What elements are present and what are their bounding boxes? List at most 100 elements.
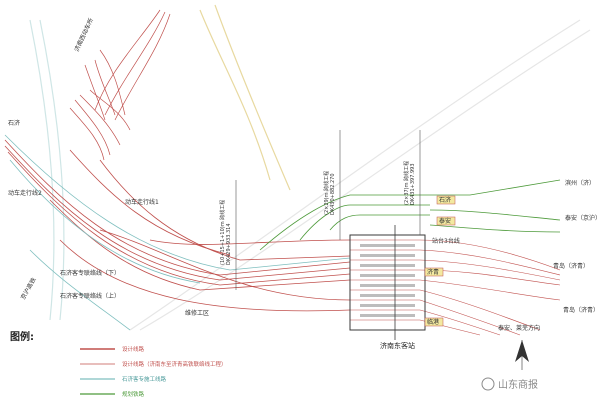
road-4 — [139, 29, 591, 331]
label-line-walk: 动车走行线1 — [125, 198, 159, 206]
north-depot — [69, 9, 171, 161]
platform-bars — [360, 244, 415, 317]
label-right-5: 青岛（济青） — [563, 306, 599, 314]
depot-track — [94, 59, 116, 116]
legend-item-link: 设计线路（济南东至济青高铁联络线工程） — [122, 360, 227, 368]
planned-track — [299, 204, 430, 241]
label-depot-entry: 动车走行线2 — [8, 189, 42, 197]
label-depot-south: 维修工区 — [185, 309, 209, 317]
corridor-track — [99, 159, 351, 261]
road-3 — [129, 19, 581, 331]
platform — [360, 284, 415, 287]
label-right-2: 泰安（京沪） — [565, 214, 600, 222]
corridor-track — [99, 229, 351, 301]
tag-box — [424, 317, 444, 327]
existing-track — [9, 159, 201, 284]
label-line-up: 石济客专联络线（下） — [60, 269, 120, 277]
existing-track — [4, 134, 351, 271]
label-line-dn: 石济客专联络线（上） — [60, 292, 120, 300]
watermark-logo-icon — [481, 377, 495, 391]
label-depot-north: 济南西动车所 — [73, 17, 95, 53]
tag-boxes: 石济 泰安 济青 临港 — [424, 195, 456, 327]
north-arrow — [515, 340, 529, 370]
label-station: 济南东客站 — [380, 341, 415, 350]
corridor-track — [7, 151, 351, 286]
tag-box — [436, 216, 456, 226]
legend-item-planned: 规划铁路 — [122, 390, 145, 398]
road-1 — [199, 9, 271, 181]
km-label-3b: (2×37)m 跨线工程 — [403, 161, 410, 205]
platform — [360, 244, 415, 247]
planned-lines — [259, 179, 561, 251]
label-platform-note: 站台3台线 — [432, 237, 460, 245]
platform — [360, 314, 415, 317]
yard-track — [350, 309, 501, 336]
km-label-2: DK430+882.270 — [330, 173, 336, 215]
label-right-1: 滨州（济） — [565, 179, 595, 187]
depot-track — [74, 99, 111, 156]
planned-track — [430, 179, 561, 196]
legend-title: 图例: — [10, 330, 34, 343]
km-label-2b: (2×29)m 跨线工程 — [323, 171, 330, 215]
depot-track — [94, 9, 161, 111]
yard-track — [350, 269, 561, 286]
watermark: 山东商报 — [481, 377, 538, 391]
platform — [360, 254, 415, 257]
depot-track — [84, 64, 106, 121]
depot-track — [69, 107, 105, 161]
river-1 — [39, 19, 65, 321]
platform — [360, 294, 415, 297]
watermark-text: 山东商报 — [498, 378, 538, 391]
platform — [360, 264, 415, 267]
yard-track — [350, 319, 481, 336]
main-corridor — [4, 139, 351, 312]
platform — [360, 304, 415, 307]
tag-box — [424, 267, 444, 277]
tag-shiji: 石济 — [439, 196, 451, 204]
km-label-1b: (10+15+1+10)m 跨线工程 — [219, 200, 226, 265]
tag-box — [436, 195, 456, 205]
yard-track — [350, 249, 561, 276]
label-line-west: 京沪高铁 — [19, 276, 38, 301]
road-2 — [214, 4, 291, 191]
corridor-track — [149, 239, 351, 245]
planned-track — [259, 194, 430, 251]
planned-track — [329, 214, 430, 231]
river-2 — [29, 19, 55, 321]
label-line-cn: 石济 — [8, 119, 20, 127]
label-right-4: 泰安、莱芜方向 — [498, 324, 540, 332]
background-roads — [29, 4, 591, 331]
tag-lingang: 临港 — [427, 318, 439, 326]
station-yard — [350, 239, 561, 336]
corridor-track — [4, 145, 351, 281]
depot-track — [89, 89, 131, 131]
platform — [360, 274, 415, 277]
yard-track — [350, 239, 561, 271]
planned-track — [429, 224, 561, 233]
depot-track — [114, 13, 171, 121]
existing-lines — [4, 134, 351, 331]
planned-track — [429, 209, 561, 221]
yard-track — [350, 259, 561, 281]
corridor-track — [4, 139, 351, 276]
yard-track — [350, 299, 521, 336]
km-label-3: DK431+397.993 — [410, 163, 416, 205]
yard-track — [350, 279, 561, 301]
legend-item-design: 设计线路 — [122, 345, 145, 353]
label-right-3: 青岛（济青） — [553, 262, 589, 270]
legend: 图例: 设计线路 设计线路（济南东至济青高铁联络线工程） 石济客专施工线路 规划… — [10, 330, 227, 398]
corridor-track — [49, 199, 351, 291]
tag-taian: 泰安 — [439, 217, 451, 225]
tag-jiqing: 济青 — [427, 268, 439, 276]
legend-item-existing: 石济客专施工线路 — [122, 375, 167, 383]
station-outline — [349, 234, 426, 331]
depot-track — [79, 94, 121, 146]
depot-track — [104, 11, 166, 116]
km-markers — [235, 130, 421, 290]
existing-track — [29, 249, 131, 331]
corridor-track — [69, 149, 231, 256]
depot-track — [99, 49, 126, 116]
corridor-track — [59, 239, 351, 312]
km-label-1: DK429+933.314 — [226, 223, 232, 265]
